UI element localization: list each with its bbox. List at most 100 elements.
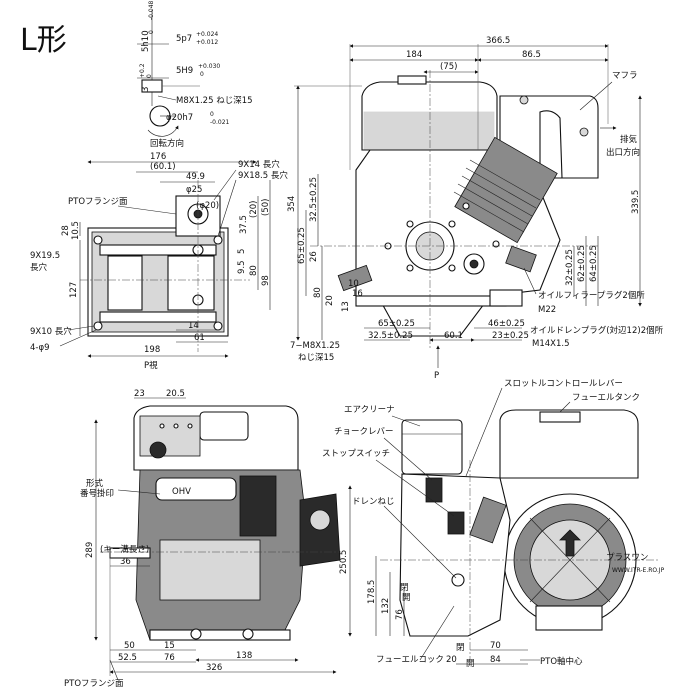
dim-326: 326 [206,663,222,673]
label-fuel-tank: フューエルタンク [572,393,640,403]
dim-64: 64±0.25 [589,245,599,282]
key-depth-label: 3 [141,87,151,92]
dim-13: 13 [341,301,351,312]
dim-366-5: 366.5 [486,36,510,46]
dim-23-h: 23±0.25 [492,331,529,341]
dim-32-5-v: 32.5±0.25 [309,177,319,222]
label-drain-screw: ドレンねじ [352,497,395,507]
dim-28-p: 28 [61,225,71,236]
dim-14: 14 [188,321,199,331]
dim-50-p: (50) [261,199,271,216]
watermark-brand: プラスワン [606,553,648,563]
rotation-label: 回転方向 [150,138,184,149]
dim-70: 70 [490,641,501,651]
label-bolt-m8: 7−M8X1.25 [290,341,340,351]
dim-60-1-h: 60.1 [444,331,463,341]
dim-37-5: 37.5 [239,215,249,234]
label-holes-4phi9: 4-φ9 [30,343,50,353]
dim-178-5: 178.5 [367,580,377,604]
dim-76-side: 76 [164,653,175,663]
label-m22: M22 [538,305,556,315]
dim-75: (75) [440,62,457,72]
dim-23-side: 23 [134,389,145,399]
dim-50: 50 [124,641,135,651]
label-stop-switch: ストップスイッチ [322,449,390,459]
dim-86-5: 86.5 [522,50,541,60]
side-view: OHV 23 20.5 289 形式 番号掛印 (キー溝長さ) 36 50 15… [64,389,341,689]
dim-20-rear: 20 [446,655,457,665]
label-pto-flange-p: PTOフランジ面 [68,197,128,207]
label-key-length: (キー溝長さ) [100,544,149,555]
key-depth-tol-upper: +0.2 [139,63,146,78]
label-exhaust: 排気 [620,134,638,145]
label-slot-9x10: 9X10 長穴 [30,326,72,337]
label-slot-9x19: 9X19.5 [30,251,60,261]
label-exhaust-dir: 出口方向 [606,147,640,158]
dim-80-p: 80 [249,265,259,276]
keyway-width-label: 5H9 [176,66,193,76]
shaft-tol-upper: 0 [210,111,214,118]
dim-32-r: 32±0.25 [565,249,575,286]
key-length-tol-upper: 0 [148,30,155,34]
watermark-url: WWW.ITR-E.RO.JP [612,567,665,574]
dim-61: 61 [194,333,205,343]
dim-198: 198 [144,345,160,355]
drawing-title: L形 [20,23,67,58]
shaft-diameter-label: φ20h7 [166,113,193,123]
label-slot-9x19-b: 長穴 [30,262,48,273]
dim-phi25: φ25 [186,185,202,195]
label-throttle: スロットルコントロールレバー [504,379,623,389]
label-fuel-cock: フューエルコック [376,655,444,665]
label-slot-9x14: 9X14 長穴 [238,159,280,170]
dim-60-1: (60.1) [150,162,176,172]
dim-9-5: 9.5 [237,260,247,274]
label-ohv: OHV [172,487,191,497]
key-depth-tol-lower: 0 [146,74,153,78]
label-slot-9x18: 9X18.5 長穴 [238,170,288,181]
key-length-label: 5h10 [141,30,151,52]
dim-65-h: 65±0.25 [378,319,415,329]
dim-138: 138 [236,651,252,661]
label-open-1: 開 [402,593,411,603]
dim-10: 10 [348,279,359,289]
rear-view: スロットルコントロールレバー フューエルタンク エアクリーナ チョークレバー ス… [322,379,665,669]
dim-289: 289 [85,542,95,558]
label-model: 形式 [86,478,104,489]
dim-250-5: 250.5 [339,550,349,574]
dim-354: 354 [287,196,297,212]
thread-label: M8X1.25 ねじ深15 [176,96,253,106]
label-p-arrow: P [434,371,439,381]
label-oil-filler: オイルフィラープラグ2個所 [538,290,645,301]
key-detail: 5p7 +0.024 +0.012 5H9 +0.030 0 5h10 0 -0… [137,0,253,149]
dim-16: 16 [352,289,363,299]
dim-10-5: 10.5 [71,221,81,240]
label-serial: 番号掛印 [80,488,114,499]
keyway-tol-upper: +0.030 [198,63,220,70]
dim-184: 184 [406,50,422,60]
front-view: 366.5 184 86.5 (75) マフラ 排気 出口方向 354 32.5… [287,36,664,381]
dim-98: 98 [261,275,271,286]
dim-84: 84 [490,655,501,665]
dim-62: 62±0.25 [577,245,587,282]
label-bolt-depth: ねじ深15 [298,353,334,363]
label-p-view: P視 [144,360,158,371]
keyway-tol-lower: 0 [200,71,204,78]
dim-339-5: 339.5 [631,190,641,214]
shaft-tol-lower: -0.021 [210,119,230,126]
label-close-1: 閉 [400,583,409,593]
label-pto-center: PTO軸中心 [540,656,583,667]
key-width-tol-lower: +0.012 [196,39,218,46]
dim-15: 15 [164,641,175,651]
p-view: 176 (60.1) 49.9 φ25 (φ20) 9X14 長穴 9X18.5… [30,152,288,371]
dim-20-5: 20.5 [166,389,185,399]
key-width-label: 5p7 [176,34,192,44]
dim-32-5-h: 32.5±0.25 [368,331,413,341]
dim-20-p: (20) [249,201,259,218]
key-length-tol-lower: -0.048 [148,0,155,20]
label-choke: チョークレバー [334,427,394,437]
label-close-2: 閉 [456,643,465,653]
dim-phi20: (φ20) [196,201,219,211]
key-width-tol-upper: +0.024 [196,31,218,38]
label-pto-flange: PTOフランジ面 [64,679,124,689]
